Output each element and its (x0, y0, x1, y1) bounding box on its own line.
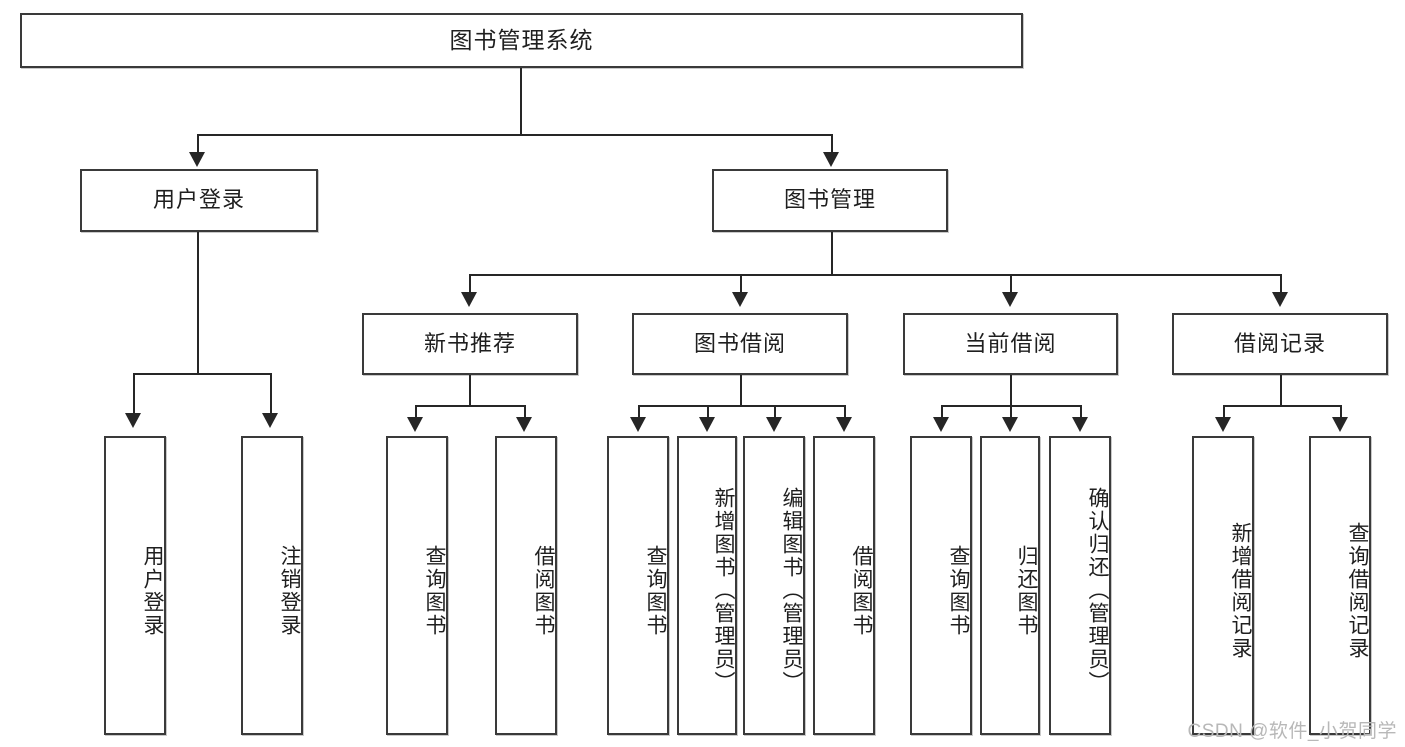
node-label: 确认归还（管理员） (1086, 487, 1109, 694)
arrow-current-borrow-leaf-3-icon (1072, 417, 1088, 432)
node-new-book-recommendation[interactable]: 新书推荐 (362, 313, 578, 375)
edge-user-login-to-leaf-1 (133, 373, 135, 415)
arrow-book-manage-l3-1-icon (461, 292, 477, 307)
leaf-add-book-admin[interactable]: 新增图书（管理员） (677, 436, 737, 735)
edge-new-book-bus (415, 405, 524, 407)
leaf-borrow-book-new-rec[interactable]: 借阅图书 (495, 436, 557, 735)
node-label: 新增图书（管理员） (712, 487, 735, 694)
edge-user-login-to-leaf-2 (270, 373, 272, 415)
arrow-book-borrow-leaf-2-icon (699, 417, 715, 432)
leaf-add-borrow-record[interactable]: 新增借阅记录 (1192, 436, 1254, 735)
node-label: 用户登录 (152, 187, 245, 213)
edge-book-manage-to-l3-1 (469, 274, 471, 294)
node-label: 查询借阅记录 (1346, 521, 1369, 660)
node-label: 归还图书 (1015, 544, 1038, 637)
edge-borrow-record-stem (1280, 375, 1282, 405)
edge-current-borrow-to-leaf-1 (941, 405, 943, 419)
edge-root-to-book-manage (831, 134, 833, 154)
node-label: 图书借阅 (693, 330, 786, 356)
edge-borrow-record-bus (1223, 405, 1340, 407)
arrow-root-to-user-login-icon (189, 152, 205, 167)
edge-book-borrow-to-leaf-2 (707, 405, 709, 419)
node-label: 注销登录 (278, 544, 301, 637)
leaf-user-login[interactable]: 用户登录 (104, 436, 166, 735)
node-root-book-management-system[interactable]: 图书管理系统 (20, 13, 1023, 68)
edge-current-borrow-to-leaf-3 (1080, 405, 1082, 419)
edge-new-book-stem (469, 375, 471, 405)
node-label: 查询图书 (947, 544, 970, 637)
arrow-borrow-record-leaf-2-icon (1332, 417, 1348, 432)
edge-book-manage-to-l3-2 (740, 274, 742, 294)
node-label: 新增借阅记录 (1229, 521, 1252, 660)
arrow-book-borrow-leaf-3-icon (766, 417, 782, 432)
node-label: 新书推荐 (423, 330, 516, 356)
node-borrow-record[interactable]: 借阅记录 (1172, 313, 1388, 375)
edge-current-borrow-stem (1010, 375, 1012, 405)
arrow-book-manage-l3-4-icon (1272, 292, 1288, 307)
node-user-login[interactable]: 用户登录 (80, 169, 318, 232)
edge-new-book-to-leaf-1 (415, 405, 417, 419)
leaf-logout[interactable]: 注销登录 (241, 436, 303, 735)
edge-user-login-stem (197, 232, 199, 373)
edge-book-manage-to-l3-3 (1010, 274, 1012, 294)
edge-book-borrow-to-leaf-1 (638, 405, 640, 419)
leaf-query-borrow-record[interactable]: 查询借阅记录 (1309, 436, 1371, 735)
leaf-confirm-return-admin[interactable]: 确认归还（管理员） (1049, 436, 1111, 735)
edge-root-bus (197, 134, 832, 136)
arrow-book-borrow-leaf-4-icon (836, 417, 852, 432)
edge-book-borrow-to-leaf-4 (844, 405, 846, 419)
edge-borrow-record-to-leaf-1 (1223, 405, 1225, 419)
node-label: 借阅记录 (1233, 330, 1326, 356)
edge-user-login-bus (133, 373, 270, 375)
arrow-book-manage-l3-2-icon (732, 292, 748, 307)
node-label: 图书管理系统 (449, 26, 594, 53)
node-book-management[interactable]: 图书管理 (712, 169, 948, 232)
edge-current-borrow-to-leaf-2 (1010, 405, 1012, 419)
leaf-borrow-book[interactable]: 借阅图书 (813, 436, 875, 735)
edge-root-stem (520, 68, 522, 134)
edge-new-book-to-leaf-2 (524, 405, 526, 419)
edge-book-borrow-stem (740, 375, 742, 405)
node-book-borrow[interactable]: 图书借阅 (632, 313, 848, 375)
arrow-user-login-leaf-2-icon (262, 413, 278, 428)
arrow-new-book-leaf-1-icon (407, 417, 423, 432)
arrow-new-book-leaf-2-icon (516, 417, 532, 432)
node-label: 借阅图书 (850, 544, 873, 637)
csdn-watermark: CSDN @软件_小贺同学 (1187, 721, 1397, 742)
arrow-root-to-book-manage-icon (823, 152, 839, 167)
leaf-query-book-borrow[interactable]: 查询图书 (607, 436, 669, 735)
node-label: 用户登录 (141, 544, 164, 637)
node-label: 借阅图书 (532, 544, 555, 637)
edge-borrow-record-to-leaf-2 (1340, 405, 1342, 419)
node-label: 图书管理 (783, 187, 876, 213)
arrow-borrow-record-leaf-1-icon (1215, 417, 1231, 432)
node-label: 查询图书 (644, 544, 667, 637)
arrow-current-borrow-leaf-2-icon (1002, 417, 1018, 432)
edge-book-manage-stem (831, 232, 833, 274)
node-label: 编辑图书（管理员） (780, 487, 803, 694)
leaf-return-book[interactable]: 归还图书 (980, 436, 1040, 735)
node-label: 查询图书 (423, 544, 446, 637)
arrow-current-borrow-leaf-1-icon (933, 417, 949, 432)
leaf-edit-book-admin[interactable]: 编辑图书（管理员） (743, 436, 805, 735)
leaf-query-book-new-rec[interactable]: 查询图书 (386, 436, 448, 735)
arrow-user-login-leaf-1-icon (125, 413, 141, 428)
edge-root-to-user-login (197, 134, 199, 154)
arrow-book-manage-l3-3-icon (1002, 292, 1018, 307)
leaf-query-book-current[interactable]: 查询图书 (910, 436, 972, 735)
node-label: 当前借阅 (964, 330, 1057, 356)
arrow-book-borrow-leaf-1-icon (630, 417, 646, 432)
edge-book-borrow-to-leaf-3 (774, 405, 776, 419)
edge-book-borrow-bus (638, 405, 844, 407)
node-current-borrow[interactable]: 当前借阅 (903, 313, 1118, 375)
edge-book-manage-bus (469, 274, 1280, 276)
edge-book-manage-to-l3-4 (1280, 274, 1282, 294)
